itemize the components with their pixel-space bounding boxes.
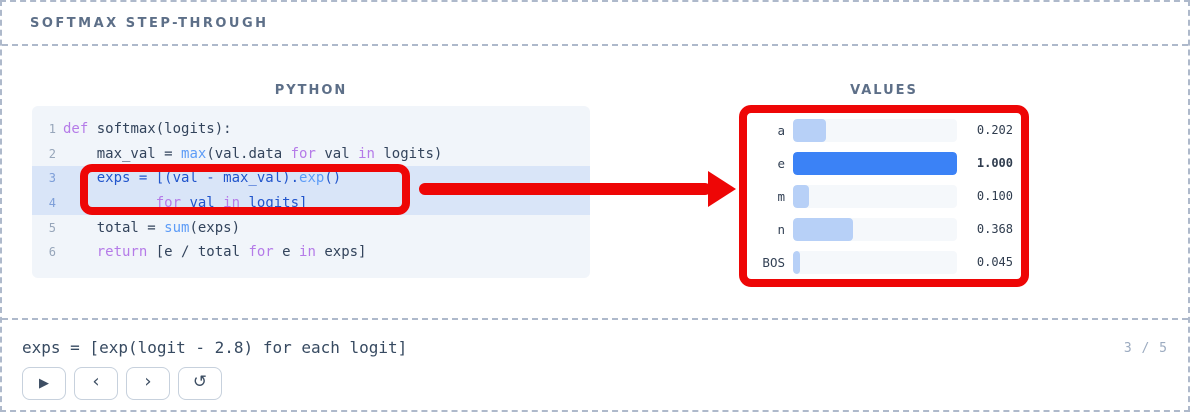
bar-value: 0.368	[976, 222, 1013, 236]
value-row: n 0.368	[755, 213, 1013, 246]
value-row: e 1.000	[755, 147, 1013, 180]
line-number: 1	[48, 122, 56, 137]
prev-icon: ‹	[92, 371, 100, 392]
bar-value: 1.000	[976, 156, 1013, 170]
bar-fill	[793, 217, 854, 241]
python-panel-title: PYTHON	[274, 83, 348, 98]
next-button[interactable]: ›	[126, 367, 170, 400]
reset-icon: ↺	[192, 372, 208, 392]
footer-bar: exps = [exp(logit - 2.8) for each logit]…	[2, 318, 1188, 410]
code-text: for val in logits]	[155, 195, 308, 212]
playback-controls: ▶ ‹ › ↺	[22, 367, 222, 400]
code-line: 6 return [e / total for e in exps]	[32, 240, 590, 265]
code-text: exps = [(val - max_val).exp()	[63, 170, 342, 187]
value-row: m 0.100	[755, 180, 1013, 213]
code-text: return [e / total for e in exps]	[96, 244, 367, 261]
code-line: 1 def softmax(logits):	[32, 117, 590, 142]
code-line: 2 max_val = max(val.data for val in logi…	[32, 142, 590, 167]
bar-label: BOS	[762, 254, 785, 270]
bar-label: e	[777, 155, 785, 171]
bar-fill	[793, 151, 957, 175]
bar-fill	[793, 118, 827, 142]
bar-label: n	[777, 221, 785, 237]
app-title: SOFTMAX STEP-THROUGH	[30, 15, 269, 31]
next-icon: ›	[144, 371, 152, 392]
play-icon: ▶	[39, 376, 49, 391]
line-number: 3	[48, 171, 56, 186]
bar-value: 0.100	[976, 189, 1013, 203]
play-button[interactable]: ▶	[22, 367, 66, 400]
bar-label: m	[777, 188, 785, 204]
bar-label: a	[777, 122, 785, 138]
bar-track	[793, 184, 957, 208]
bar-value: 0.202	[976, 123, 1013, 137]
bar-track	[793, 151, 957, 175]
reset-button[interactable]: ↺	[178, 367, 222, 400]
step-caption: exps = [exp(logit - 2.8) for each logit]	[22, 338, 408, 357]
value-row: a 0.202	[755, 114, 1013, 147]
red-arrow-line	[419, 183, 711, 195]
app-header: SOFTMAX STEP-THROUGH	[2, 2, 1188, 46]
bar-track	[793, 217, 957, 241]
line-number: 4	[48, 196, 56, 211]
prev-button[interactable]: ‹	[74, 367, 118, 400]
line-number: 5	[48, 220, 56, 235]
value-row: BOS 0.045	[755, 246, 1013, 279]
bar-fill	[793, 250, 801, 274]
line-number: 2	[48, 146, 56, 161]
line-number: 6	[48, 245, 56, 260]
code-text: total = sum(exps)	[63, 219, 241, 236]
values-panel-title: VALUES	[850, 83, 918, 98]
bar-fill	[793, 184, 810, 208]
bar-track	[793, 250, 957, 274]
bar-value: 0.045	[976, 255, 1013, 269]
code-line: 5 total = sum(exps)	[32, 215, 590, 240]
step-counter: 3 / 5	[1123, 341, 1168, 356]
bar-track	[793, 118, 957, 142]
red-arrow-head-icon	[708, 171, 736, 207]
code-text: def softmax(logits):	[63, 121, 232, 138]
code-text: max_val = max(val.data for val in logits…	[63, 145, 443, 162]
